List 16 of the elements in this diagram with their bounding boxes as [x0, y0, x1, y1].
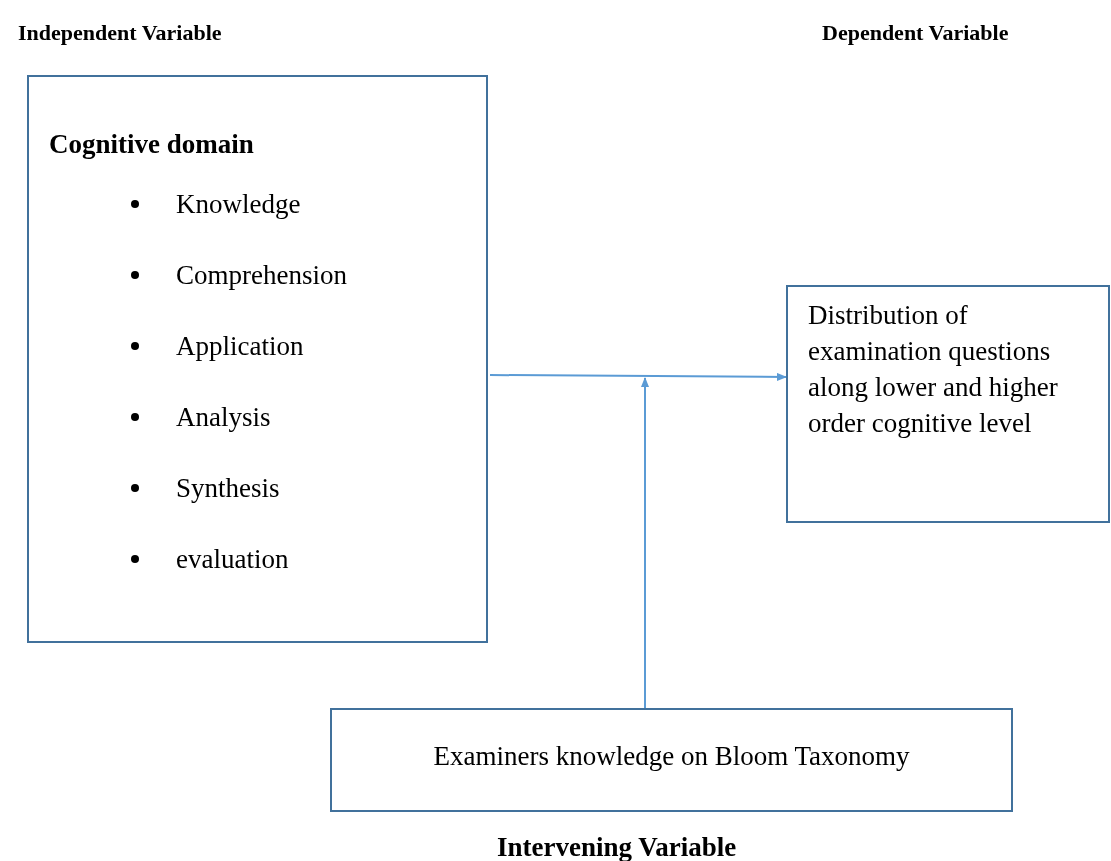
arrow — [489, 372, 787, 381]
arrow — [641, 377, 649, 709]
list-item: Analysis — [176, 401, 271, 434]
variable-box — [330, 708, 1013, 812]
list-item: Comprehension — [176, 259, 347, 292]
variable-heading: Dependent Variable — [822, 19, 1009, 47]
list-item: Knowledge — [176, 188, 301, 221]
list-item: Application — [176, 330, 304, 363]
list-item: evaluation — [176, 543, 289, 576]
box-heading: Cognitive domain — [49, 128, 254, 161]
variable-box — [27, 75, 488, 643]
box-text: Examiners knowledge on Bloom Taxonomy — [433, 740, 910, 773]
list-item: Synthesis — [176, 472, 280, 505]
variable-heading: Independent Variable — [18, 19, 222, 47]
variable-box — [786, 285, 1110, 523]
box-text: Distribution of examination questions along lower and higher order cognitive level — [808, 299, 1059, 440]
